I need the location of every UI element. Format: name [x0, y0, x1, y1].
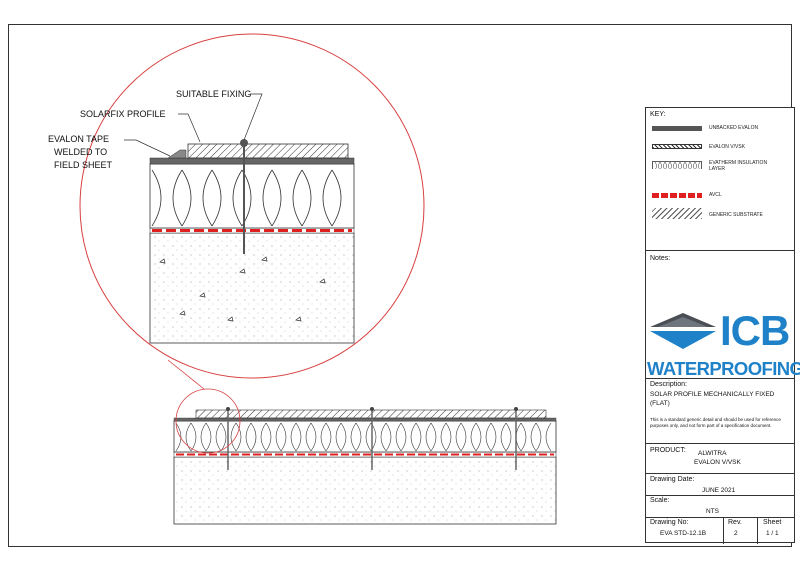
sheet-value: 1 / 1 — [766, 530, 779, 537]
avcl-swatch — [652, 193, 702, 198]
substrate-swatch — [652, 208, 702, 219]
logo-letters: ICB — [720, 307, 790, 354]
sheet-cell: Sheet 1 / 1 — [758, 518, 796, 544]
detail-connector — [167, 359, 205, 390]
leader-fixing — [243, 93, 263, 141]
insulation-swatch — [652, 161, 702, 169]
scale-heading: Scale: — [650, 497, 670, 504]
description-text-2: (FLAT) — [650, 400, 670, 407]
main-membrane — [173, 417, 557, 422]
description-text-1: SOLAR PROFILE MECHANICALLY FIXED — [650, 391, 775, 398]
drawing-no-cell: Drawing No: EVA STD-12.1B — [646, 518, 724, 544]
key-heading: KEY: — [650, 111, 666, 118]
key-item-avcl: AVCL — [652, 190, 792, 204]
scale-value: NTS — [706, 508, 719, 515]
unbacked-evalon-swatch — [652, 126, 702, 131]
key-item-substrate: GENERIC SUBSTRATE — [652, 208, 792, 222]
logo-subtitle: WATERPROOFING — [647, 358, 800, 379]
solarfix-profile — [187, 143, 349, 159]
product-section: PRODUCT: ALWITRA EVALON V/VSK — [646, 444, 794, 474]
rev-cell: Rev. 2 — [724, 518, 758, 544]
logo-section: ICB WATERPROOFING — [646, 307, 800, 379]
key-item-label: GENERIC SUBSTRATE — [709, 212, 763, 218]
key-item-label: EVATHERM INSULATION LAYER — [709, 160, 768, 172]
sheet-heading: Sheet — [763, 519, 782, 526]
rev-value: 2 — [734, 530, 738, 537]
insulation-layer — [149, 163, 355, 229]
description-section: Description: SOLAR PROFILE MECHANICALLY … — [646, 379, 794, 444]
main-profile — [195, 409, 547, 419]
evalon-vvsk-swatch — [652, 144, 702, 149]
callout-evalon-tape-2: WELDED TO — [54, 147, 107, 157]
key-item-insulation: EVATHERM INSULATION LAYER — [652, 160, 792, 178]
description-disclaimer: This is a standard generic detail and sh… — [650, 417, 781, 428]
title-block: KEY: UNBACKED EVALON EVALON V/VSK EVATHE… — [645, 107, 800, 544]
leader-tape — [124, 139, 171, 157]
key-item-label: AVCL — [709, 192, 722, 198]
main-section — [173, 388, 557, 525]
drawing-date-value: JUNE 2021 — [702, 487, 736, 494]
drawing-number-section: Drawing No: EVA STD-12.1B Rev. 2 Sheet 1… — [646, 518, 794, 544]
product-line-1: ALWITRA — [698, 450, 727, 457]
enlarged-detail: SUITABLE FIXING SOLARFIX PROFILE EVALON … — [48, 33, 425, 379]
date-section: Drawing Date: JUNE 2021 — [646, 474, 794, 496]
key-item-evalon-vvsk: EVALON V/VSK — [652, 142, 792, 156]
rev-heading: Rev. — [728, 519, 742, 526]
callout-suitable-fixing: SUITABLE FIXING — [176, 89, 251, 99]
key-item-label: EVALON V/VSK — [709, 144, 746, 150]
callout-evalon-tape-3: FIELD SHEET — [54, 160, 113, 170]
description-heading: Description: — [650, 381, 687, 388]
notes-section: Notes: — [646, 251, 794, 309]
substrate-layer — [149, 232, 355, 344]
key-item-label: UNBACKED EVALON — [709, 125, 759, 131]
product-heading: PRODUCT: — [650, 447, 686, 454]
callout-evalon-tape-1: EVALON TAPE — [48, 134, 109, 144]
key-item-unbacked-evalon: UNBACKED EVALON — [652, 123, 792, 137]
callout-solarfix-profile: SOLARFIX PROFILE — [80, 109, 166, 119]
product-line-2: EVALON V/VSK — [694, 459, 741, 466]
icb-logo-mark — [650, 313, 716, 349]
membrane-layer — [149, 157, 355, 165]
main-substrate — [173, 456, 557, 525]
detail-marker-circle — [175, 388, 241, 454]
leader-profile — [178, 113, 201, 143]
main-fixings — [227, 410, 517, 470]
drawing-no-heading: Drawing No: — [650, 519, 689, 526]
scale-section: Scale: NTS — [646, 496, 794, 518]
drawing-date-heading: Drawing Date: — [650, 476, 695, 483]
notes-heading: Notes: — [650, 255, 671, 262]
key-section: KEY: UNBACKED EVALON EVALON V/VSK EVATHE… — [646, 108, 794, 251]
drawing-no-value: EVA STD-12.1B — [660, 530, 707, 537]
